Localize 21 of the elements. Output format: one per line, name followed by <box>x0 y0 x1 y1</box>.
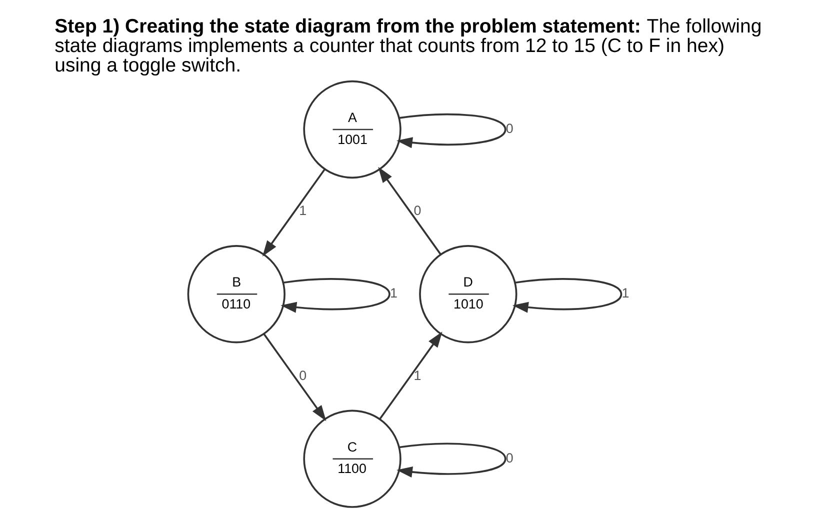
edge-label: 0 <box>298 368 306 383</box>
arrow <box>396 442 506 478</box>
arrow <box>262 168 326 256</box>
arrow <box>378 332 442 420</box>
node-circle: D 1010 <box>418 245 517 344</box>
edge-label: 1 <box>298 203 306 218</box>
edge-label: 0 <box>505 120 513 136</box>
node-circle: B 0110 <box>186 245 285 344</box>
node-circle: C 1100 <box>302 410 401 508</box>
arrow <box>378 166 441 255</box>
edge-label: 1 <box>413 368 421 383</box>
diagram-title: Step 1) Creating the state diagram from the problem statement: The following state diagrams implements a counter that counts from 12 to 15 (C to F in hex) using a toggle switch. <box>54 15 762 76</box>
arrow <box>512 278 622 313</box>
node-circle: A 1001 <box>302 80 401 179</box>
arrow <box>280 278 390 313</box>
edge-label: 0 <box>413 203 421 218</box>
edge-label: 1 <box>390 286 397 301</box>
arrow <box>396 114 506 148</box>
edge-label: 1 <box>621 286 629 301</box>
edge-label: 0 <box>505 450 513 466</box>
arrow <box>262 333 326 422</box>
